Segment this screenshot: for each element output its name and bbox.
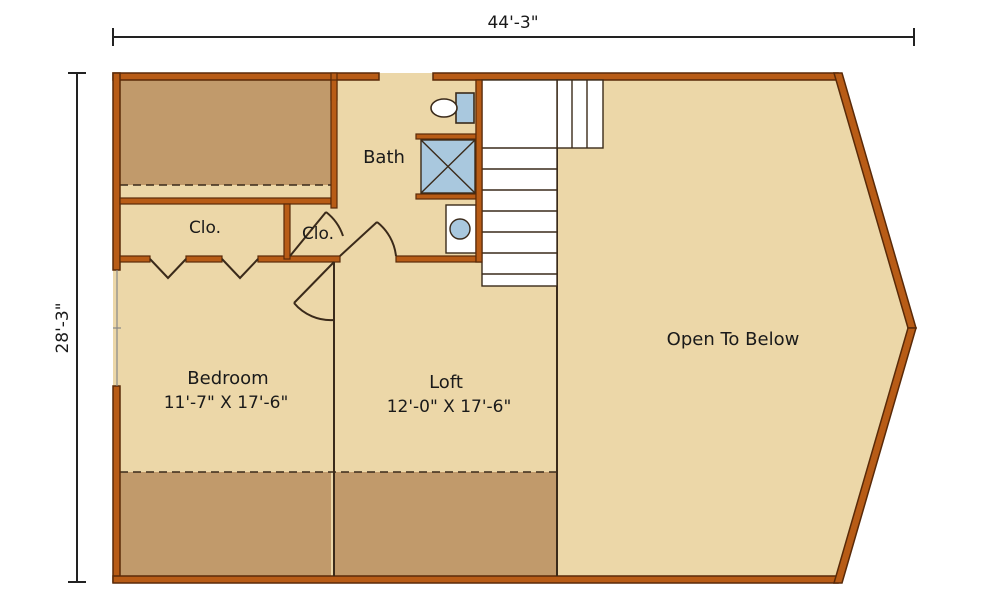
shower-icon <box>420 139 476 194</box>
bath-stair-wall <box>475 79 483 263</box>
bedroom-sloped-ceiling-top <box>120 80 331 185</box>
bath-label: Bath <box>363 147 405 168</box>
depth-dimension-label: 28'-3" <box>53 302 73 353</box>
closet-label-large: Clo. <box>189 218 221 238</box>
loft-label: Loft <box>429 372 463 393</box>
closet-label-small: Clo. <box>302 224 334 244</box>
left-window <box>113 270 121 386</box>
width-dimension-label: 44'-3" <box>487 13 538 33</box>
toilet-icon <box>430 92 475 124</box>
loft-sloped-ceiling-bottom <box>335 472 556 576</box>
door-swing-icon <box>289 211 397 322</box>
loft-size-label: 12'-0" X 17'-6" <box>387 397 512 417</box>
open-to-below-label: Open To Below <box>667 329 800 350</box>
closet-bifold-doors <box>149 258 259 280</box>
bedroom-label: Bedroom <box>187 368 268 389</box>
bedroom-sloped-ceiling-bottom <box>120 472 331 576</box>
bedroom-size-label: 11'-7" X 17'-6" <box>164 393 289 413</box>
width-dimension-line <box>112 28 915 46</box>
sink-icon <box>445 204 477 254</box>
stairs-icon <box>481 79 604 287</box>
exterior-walls <box>112 72 917 584</box>
depth-dimension-line <box>68 72 86 583</box>
